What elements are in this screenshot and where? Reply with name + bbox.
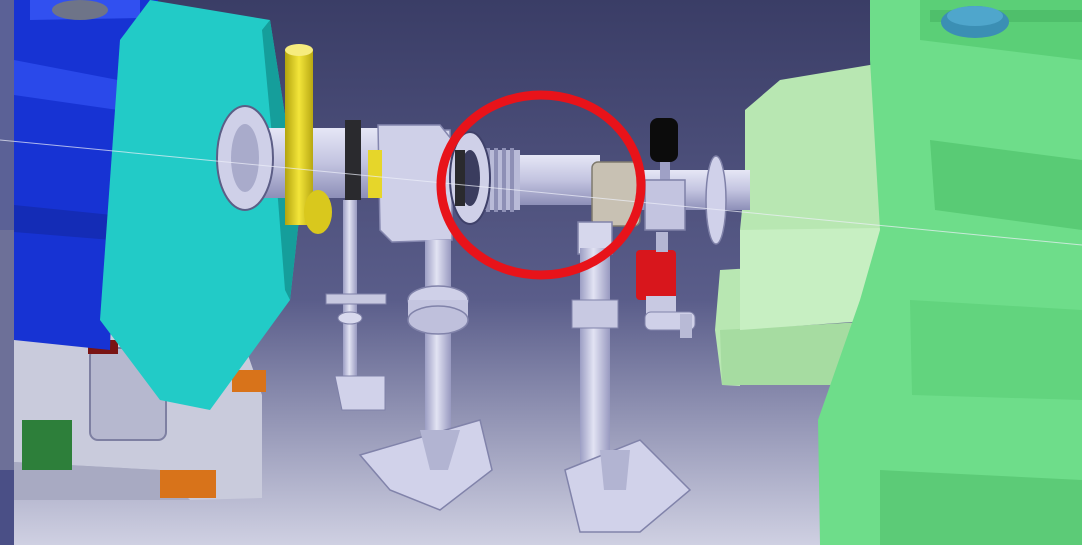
yellow-post — [285, 44, 332, 234]
beam-pipe — [216, 105, 750, 245]
black-knob — [650, 118, 678, 162]
support-stand-right — [564, 221, 692, 533]
support-stand-left — [325, 200, 387, 411]
support-stand-middle — [358, 240, 493, 511]
left-magnet-assembly — [14, 0, 300, 500]
red-clamp — [636, 250, 676, 300]
beam-axis — [0, 139, 1082, 246]
right-magnet-assembly — [715, 0, 1082, 545]
highlight-circle — [436, 90, 646, 280]
left-edge-strip — [0, 0, 14, 545]
